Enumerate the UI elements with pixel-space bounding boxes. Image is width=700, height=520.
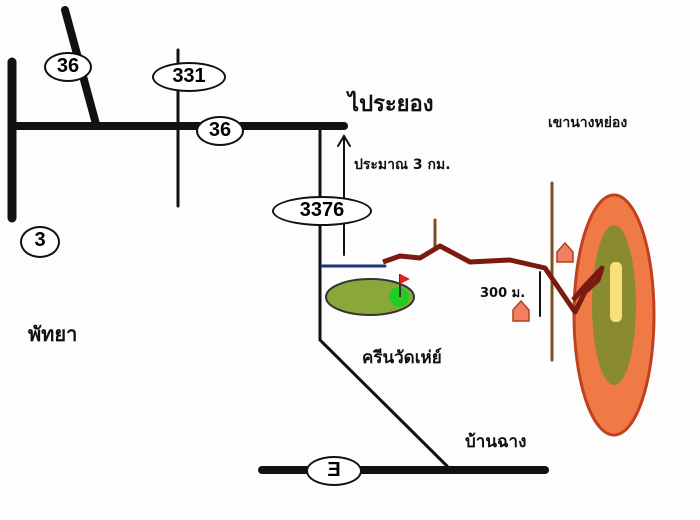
route-shield-331: 331 (152, 62, 226, 92)
label-distance: ประมาณ 3 กม. (354, 157, 451, 173)
route-shield-36: 36 (44, 52, 92, 82)
house-icon (512, 241, 574, 322)
mountain-peak (610, 262, 622, 322)
route-shield-3376: 3376 (272, 196, 372, 226)
label-pattaya: พัทยา (28, 322, 78, 346)
route-shield-3: 3 (20, 226, 60, 258)
flag-icon (400, 274, 410, 284)
label-khao-nang-yong: เขานางหย่อง (548, 115, 628, 131)
label-green: ครีนวัดเห่ย์ (362, 348, 442, 368)
route-shield-3-bottom: Ǝ (306, 456, 362, 486)
label-ban-chang: บ้านฉาง (465, 432, 527, 452)
label-300m: 300 ม. (480, 286, 526, 301)
trail (382, 243, 605, 315)
route-shield-36: 36 (196, 116, 244, 146)
golf-green (325, 278, 415, 316)
label-to-rayong: ไประยอง (348, 92, 434, 117)
